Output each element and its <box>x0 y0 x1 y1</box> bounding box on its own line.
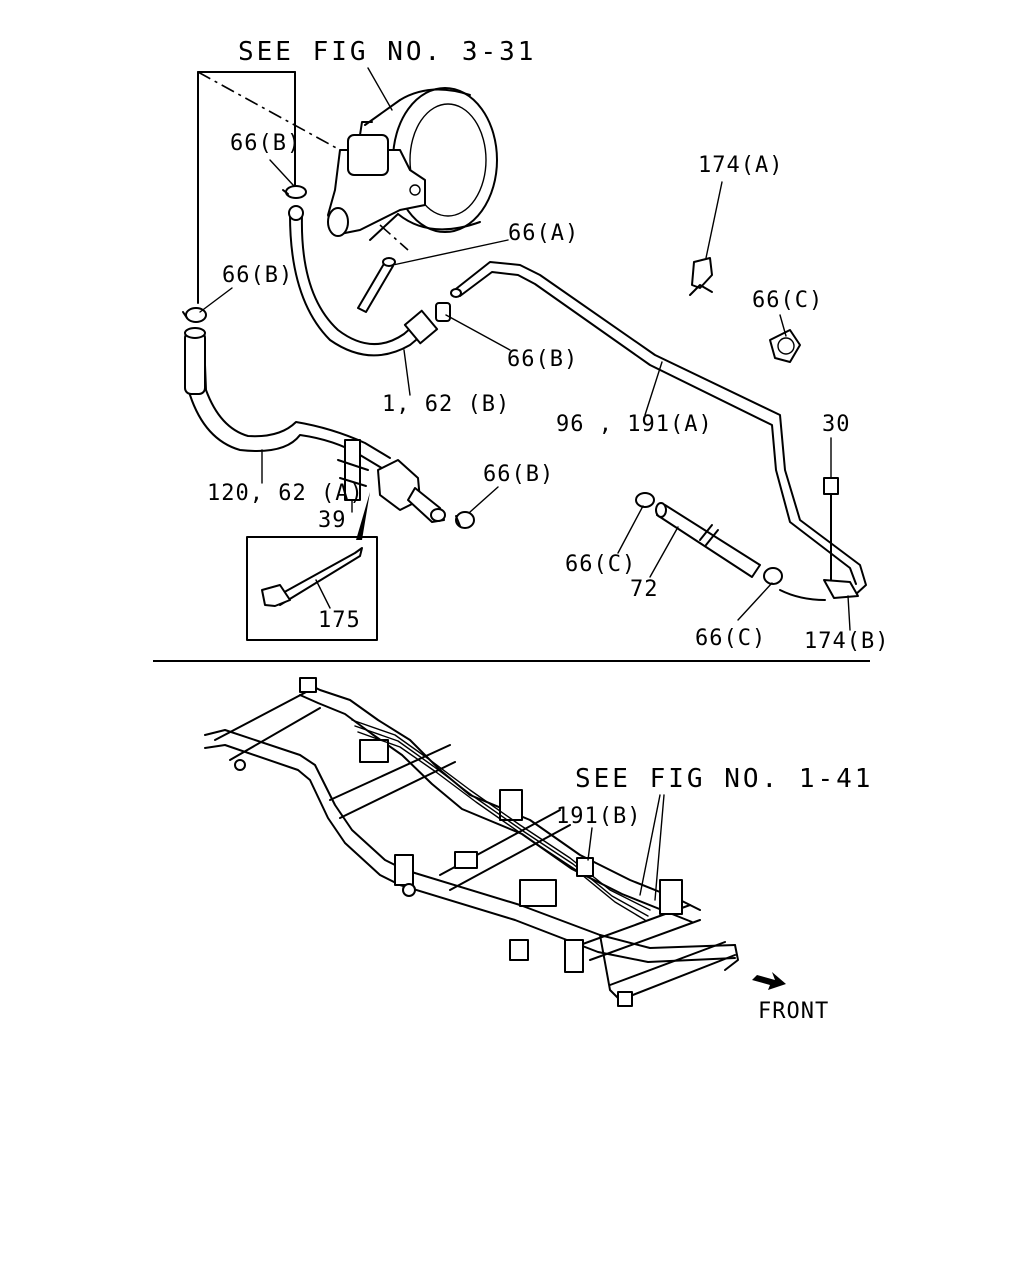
label-66c-2: 66(C) <box>565 552 636 577</box>
label-66b-2: 66(B) <box>222 263 293 288</box>
clamp-66b-left <box>182 307 207 323</box>
vacuum-fitting-66a <box>357 257 396 313</box>
label-see-fig-top: SEE FIG NO. 3-31 <box>238 37 536 67</box>
front-arrow-icon <box>752 972 786 990</box>
clamp-66b-lower <box>455 511 475 529</box>
clamp-66c-lower <box>763 567 783 585</box>
hose-1-62b <box>288 205 439 357</box>
label-66c-3: 66(C) <box>695 626 766 651</box>
bolt-30 <box>823 477 839 584</box>
hose-72 <box>655 502 826 601</box>
label-174a: 174(A) <box>698 153 783 178</box>
label-30: 30 <box>822 412 851 437</box>
clamp-174a <box>689 257 713 296</box>
label-72: 72 <box>630 577 659 602</box>
hose-120-62a <box>184 327 446 523</box>
clip-39 <box>337 439 369 501</box>
label-see-fig-bottom: SEE FIG NO. 1-41 <box>575 764 873 794</box>
label-39: 39 <box>318 508 347 533</box>
pipe-191b <box>351 719 651 921</box>
label-1-62b: 1, 62 (B) <box>382 392 510 417</box>
label-front: FRONT <box>758 999 829 1024</box>
clamp-66c-upper <box>635 492 655 508</box>
clamp-174b <box>823 579 859 599</box>
clamp-66b-top <box>282 185 307 199</box>
label-66b-4: 66(B) <box>483 462 554 487</box>
clip-66c-right <box>769 329 801 363</box>
label-174b: 174(B) <box>804 629 889 654</box>
clamp-66b-mid <box>435 302 451 322</box>
label-66c-1: 66(C) <box>752 288 823 313</box>
label-66b-3: 66(B) <box>507 347 578 372</box>
chassis-frame <box>204 677 739 1007</box>
leader-lines-upper <box>199 67 851 631</box>
label-66a: 66(A) <box>508 221 579 246</box>
inset-box-175 <box>246 536 378 641</box>
master-cylinder <box>327 121 426 237</box>
pipe-96-191a <box>450 261 867 596</box>
label-175: 175 <box>318 608 361 633</box>
label-191b: 191(B) <box>556 804 641 829</box>
label-120-62a: 120, 62 (A) <box>207 481 364 506</box>
label-66b-1: 66(B) <box>230 131 301 156</box>
label-96-191a: 96 , 191(A) <box>556 412 713 437</box>
